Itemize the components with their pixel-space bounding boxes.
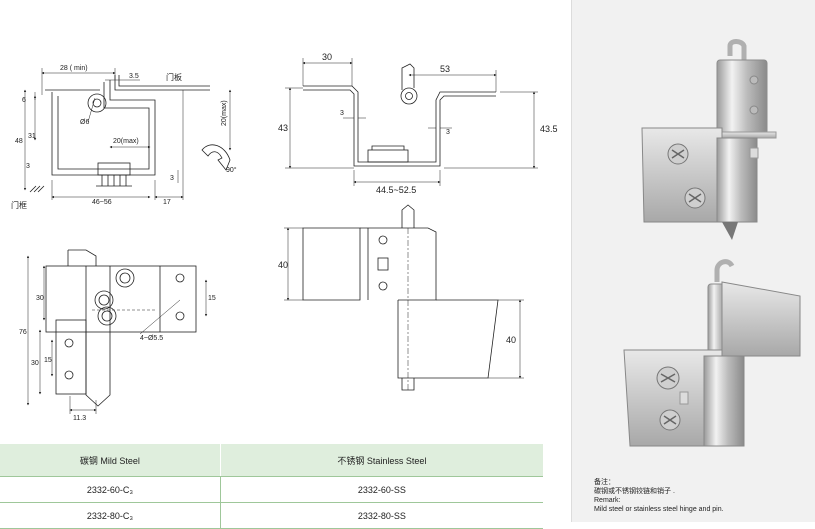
photo-hinge-closed — [641, 39, 777, 240]
table-row: 2332-60-C₃ 2332-60-SS — [0, 476, 543, 503]
drawing-top-mid-labels: 30 53 43 43.5 3 3 44.5~52.5 — [278, 52, 558, 195]
dim-17: 17 — [163, 199, 171, 206]
dim-3-a: 3 — [26, 163, 30, 170]
label-door-plate: 门板 — [166, 72, 182, 82]
dim-76: 76 — [19, 329, 27, 336]
dim-6: 6 — [22, 97, 26, 104]
column-header-mild-steel: 碳钢 Mild Steel — [0, 444, 221, 477]
dim-11-3: 11.3 — [73, 415, 86, 422]
technical-drawings: 28 ( min) 3.5 门板 6 48 31 3 3 20(max) 20(… — [11, 52, 558, 422]
label-door-frame: 门框 — [11, 200, 27, 210]
dim-20max-vertical: 20(max) — [221, 100, 228, 126]
dim-28min: 28 ( min) — [60, 65, 88, 72]
dim-30: 30 — [322, 52, 332, 62]
table-cell: 2332-80-C₃ — [0, 502, 221, 529]
dim-44-5-52-5: 44.5~52.5 — [376, 185, 416, 195]
dim-43: 43 — [278, 123, 288, 133]
remark-block: 备注： 碳钢或不锈钢铰链和销子 . Remark: Mild steel or … — [594, 478, 724, 514]
photo-hinge-open — [623, 259, 801, 447]
drawing-bottom-mid — [284, 204, 524, 391]
dim-30-lower: 30 — [31, 360, 39, 367]
remark-en-text: Mild steel or stainless steel hinge and … — [594, 506, 724, 513]
dim-31: 31 — [28, 133, 36, 140]
dim-3-left: 3 — [340, 110, 344, 117]
table-cell: 2332-80-SS — [219, 502, 543, 529]
drawing-bottom-left — [26, 249, 208, 414]
dim-angle-90: 90° — [226, 166, 237, 174]
column-header-stainless-steel: 不锈钢 Stainless Steel — [219, 444, 543, 477]
dim-53: 53 — [440, 64, 450, 74]
dim-43-5: 43.5 — [540, 124, 558, 134]
dim-30-upper: 30 — [36, 295, 44, 302]
remark-cn-text: 碳钢或不锈钢铰链和销子 . — [594, 488, 675, 495]
dim-4-holes: 4~Ø5.5 — [140, 335, 163, 342]
dim-40-right: 40 — [506, 335, 516, 345]
drawing-bottom-mid-labels: 40 40 — [278, 260, 516, 345]
dim-3-right: 3 — [446, 129, 450, 136]
dim-15-lower: 15 — [44, 357, 52, 364]
product-photo-panel — [571, 0, 815, 522]
remark-cn-title: 备注： — [594, 479, 615, 486]
dim-46-56: 46~56 — [92, 199, 112, 206]
table-header-row: 碳钢 Mild Steel 不锈钢 Stainless Steel — [0, 444, 543, 477]
dim-15-right: 15 — [208, 295, 216, 302]
remark-en-title: Remark: — [594, 497, 621, 504]
dim-20max: 20(max) — [113, 138, 139, 145]
dim-40-left: 40 — [278, 260, 288, 270]
dim-diameter-6: Ø6 — [80, 119, 89, 126]
hinge-photos — [623, 39, 801, 447]
table-cell: 2332-60-SS — [219, 476, 543, 503]
spec-table: 碳钢 Mild Steel 不锈钢 Stainless Steel 2332-6… — [0, 444, 543, 529]
table-cell: 2332-60-C₃ — [0, 476, 221, 503]
dim-3-5: 3.5 — [129, 73, 139, 80]
drawing-top-left-labels: 28 ( min) 3.5 门板 6 48 31 3 3 20(max) 20(… — [11, 65, 237, 210]
drawing-top-left — [23, 68, 232, 200]
dim-48: 48 — [15, 138, 23, 145]
table-row: 2332-80-C₃ 2332-80-SS — [0, 502, 543, 529]
dim-3-b: 3 — [170, 175, 174, 182]
drawing-bottom-left-labels: 76 30 30 15 15 4~Ø5.5 11.3 — [19, 295, 216, 422]
drawing-top-mid — [285, 58, 538, 186]
